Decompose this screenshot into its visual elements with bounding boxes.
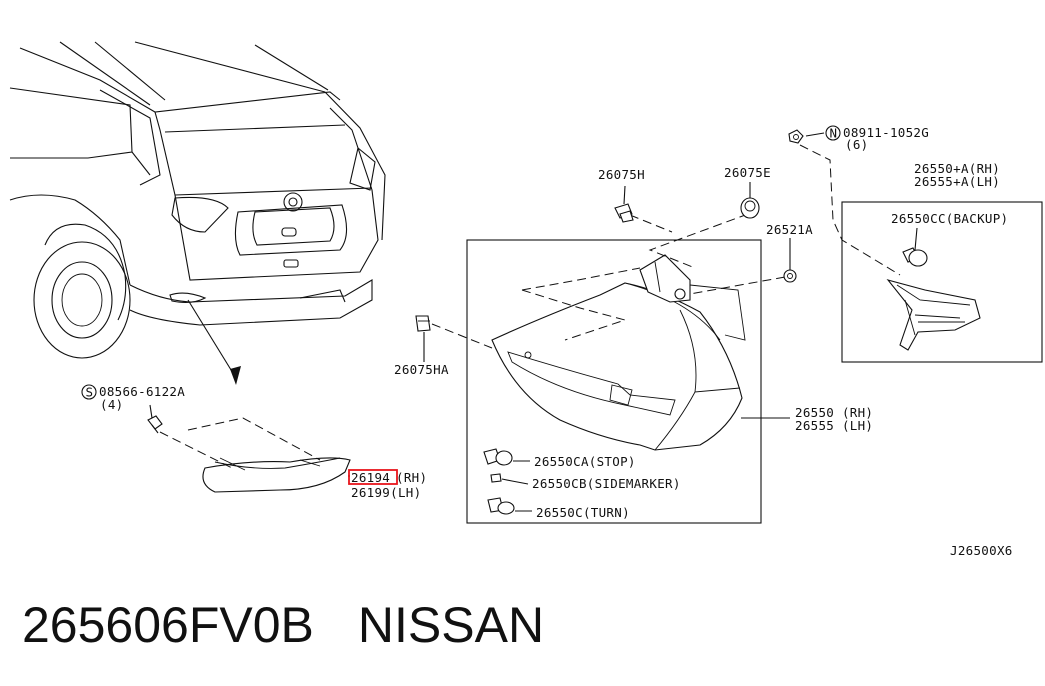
backup-lamp-part <box>886 247 981 351</box>
socket-turn: 26550C(TURN) <box>487 497 630 520</box>
callout-lamp: 26550 (RH) 26555 (LH) <box>741 405 873 433</box>
socket-sidemarker: 26550CB(SIDEMARKER) <box>490 473 681 491</box>
bolt-part-number: 08911-1052G <box>843 125 929 140</box>
nut-26521a: 26521A <box>766 222 813 283</box>
nut-26521a-label: 26521A <box>766 222 813 237</box>
bolt-symbol: N <box>830 126 838 141</box>
clip-26075e-label: 26075E <box>724 165 771 180</box>
lamp-rh-label: 26550 (RH) <box>795 405 873 420</box>
socket-stop-label: 26550CA(STOP) <box>534 454 636 469</box>
backup-socket-label: 26550CC(BACKUP) <box>891 211 1008 226</box>
clip-26075ha-label: 26075HA <box>394 362 449 377</box>
clip-26075e: 26075E <box>724 165 771 219</box>
socket-stop: 26550CA(STOP) <box>483 448 636 469</box>
locator-arrow <box>187 299 241 385</box>
socket-sidemarker-label: 26550CB(SIDEMARKER) <box>532 476 681 491</box>
vehicle-rear-illustration <box>9 41 386 359</box>
bolt-quantity: (6) <box>845 137 868 152</box>
callout-backup-lamp: 26550+A(RH) 26555+A(LH) 26550CC(BACKUP) <box>891 161 1008 251</box>
rear-reflector-part <box>159 417 351 493</box>
screw-quantity: (4) <box>100 397 123 412</box>
screw-part-number: 08566-6122A <box>99 384 185 399</box>
backup-lamp-frame <box>841 201 1043 363</box>
screw-symbol: S <box>86 385 94 400</box>
reflector-lh-label: 26199(LH) <box>351 485 421 500</box>
diagram-reference-code: J26500X6 <box>950 543 1013 558</box>
lamp-assembly-frame <box>466 239 762 524</box>
backup-rh-label: 26550+A(RH) <box>914 161 1000 176</box>
part-number-caption: 265606FV0B <box>22 597 314 653</box>
lamp-lh-label: 26555 (LH) <box>795 418 873 433</box>
tail-lamp-assembly <box>431 213 786 451</box>
clip-26075h: 26075H <box>598 167 645 223</box>
reflector-rh-suffix: (RH) <box>396 470 427 485</box>
callout-bolt: N 08911-1052G (6) <box>825 125 929 152</box>
highlight-box <box>348 469 398 485</box>
clip-26075h-label: 26075H <box>598 167 645 182</box>
backup-lh-label: 26555+A(LH) <box>914 174 1000 189</box>
clip-26075ha: 26075HA <box>394 315 449 377</box>
part-caption: 265606FV0B NISSAN <box>22 596 544 654</box>
callout-reflector: 26194 (RH) 26199(LH) <box>348 469 427 500</box>
bolt-08911-1052g <box>788 129 901 276</box>
reflector-rh-code: 26194 <box>351 470 390 485</box>
brand-caption: NISSAN <box>357 597 545 653</box>
callout-screw: S 08566-6122A (4) <box>81 384 185 412</box>
socket-turn-label: 26550C(TURN) <box>536 505 630 520</box>
screw-08566-6122a <box>147 404 163 434</box>
